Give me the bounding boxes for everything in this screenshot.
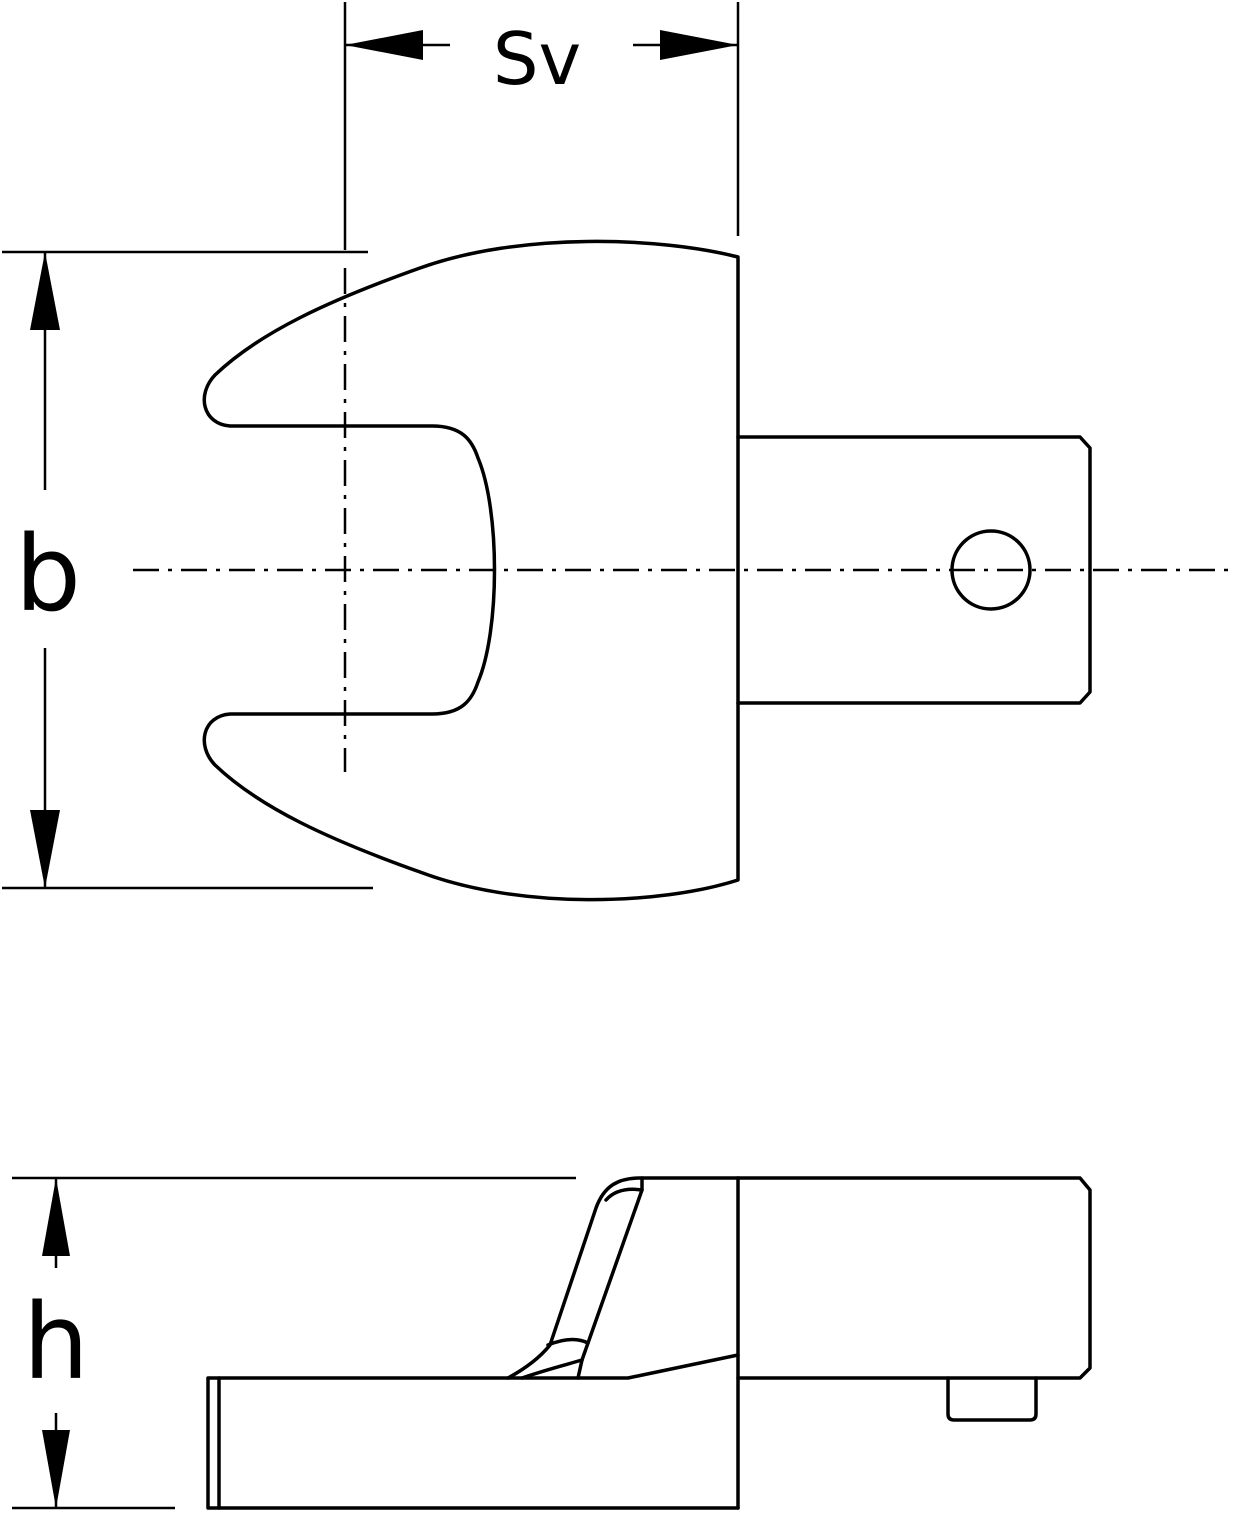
- neck-inner-profile: [576, 1176, 644, 1380]
- h-dimension: h: [12, 1176, 576, 1510]
- neck-raised-profile: [506, 1176, 740, 1380]
- locking-pin-hole: [950, 529, 1032, 611]
- sv-arrow-right: [660, 30, 738, 60]
- wrench-head-outline: [202, 239, 740, 902]
- shank-side-profile: [736, 1176, 1092, 1380]
- side-view: h: [12, 1176, 1092, 1510]
- head-body-side: [206, 1353, 740, 1510]
- square-drive-shank: [736, 435, 1092, 705]
- h-arrow-top: [42, 1178, 70, 1256]
- sv-dimension: Sv: [343, 2, 740, 250]
- neck-fillet-curve-1: [520, 1358, 584, 1380]
- top-view: Sv b: [2, 2, 1232, 902]
- h-arrow-bottom: [42, 1430, 70, 1508]
- locking-pin: [946, 1376, 1038, 1422]
- b-label: b: [15, 513, 81, 635]
- b-arrow-bottom: [30, 810, 60, 888]
- neck-fillet-curve-2: [546, 1337, 590, 1347]
- h-label: h: [23, 1281, 89, 1403]
- b-dimension: b: [2, 250, 373, 890]
- b-arrow-top: [30, 252, 60, 330]
- sv-label: Sv: [493, 17, 581, 101]
- neck-top-fillet: [604, 1187, 644, 1202]
- sv-arrow-left: [345, 30, 423, 60]
